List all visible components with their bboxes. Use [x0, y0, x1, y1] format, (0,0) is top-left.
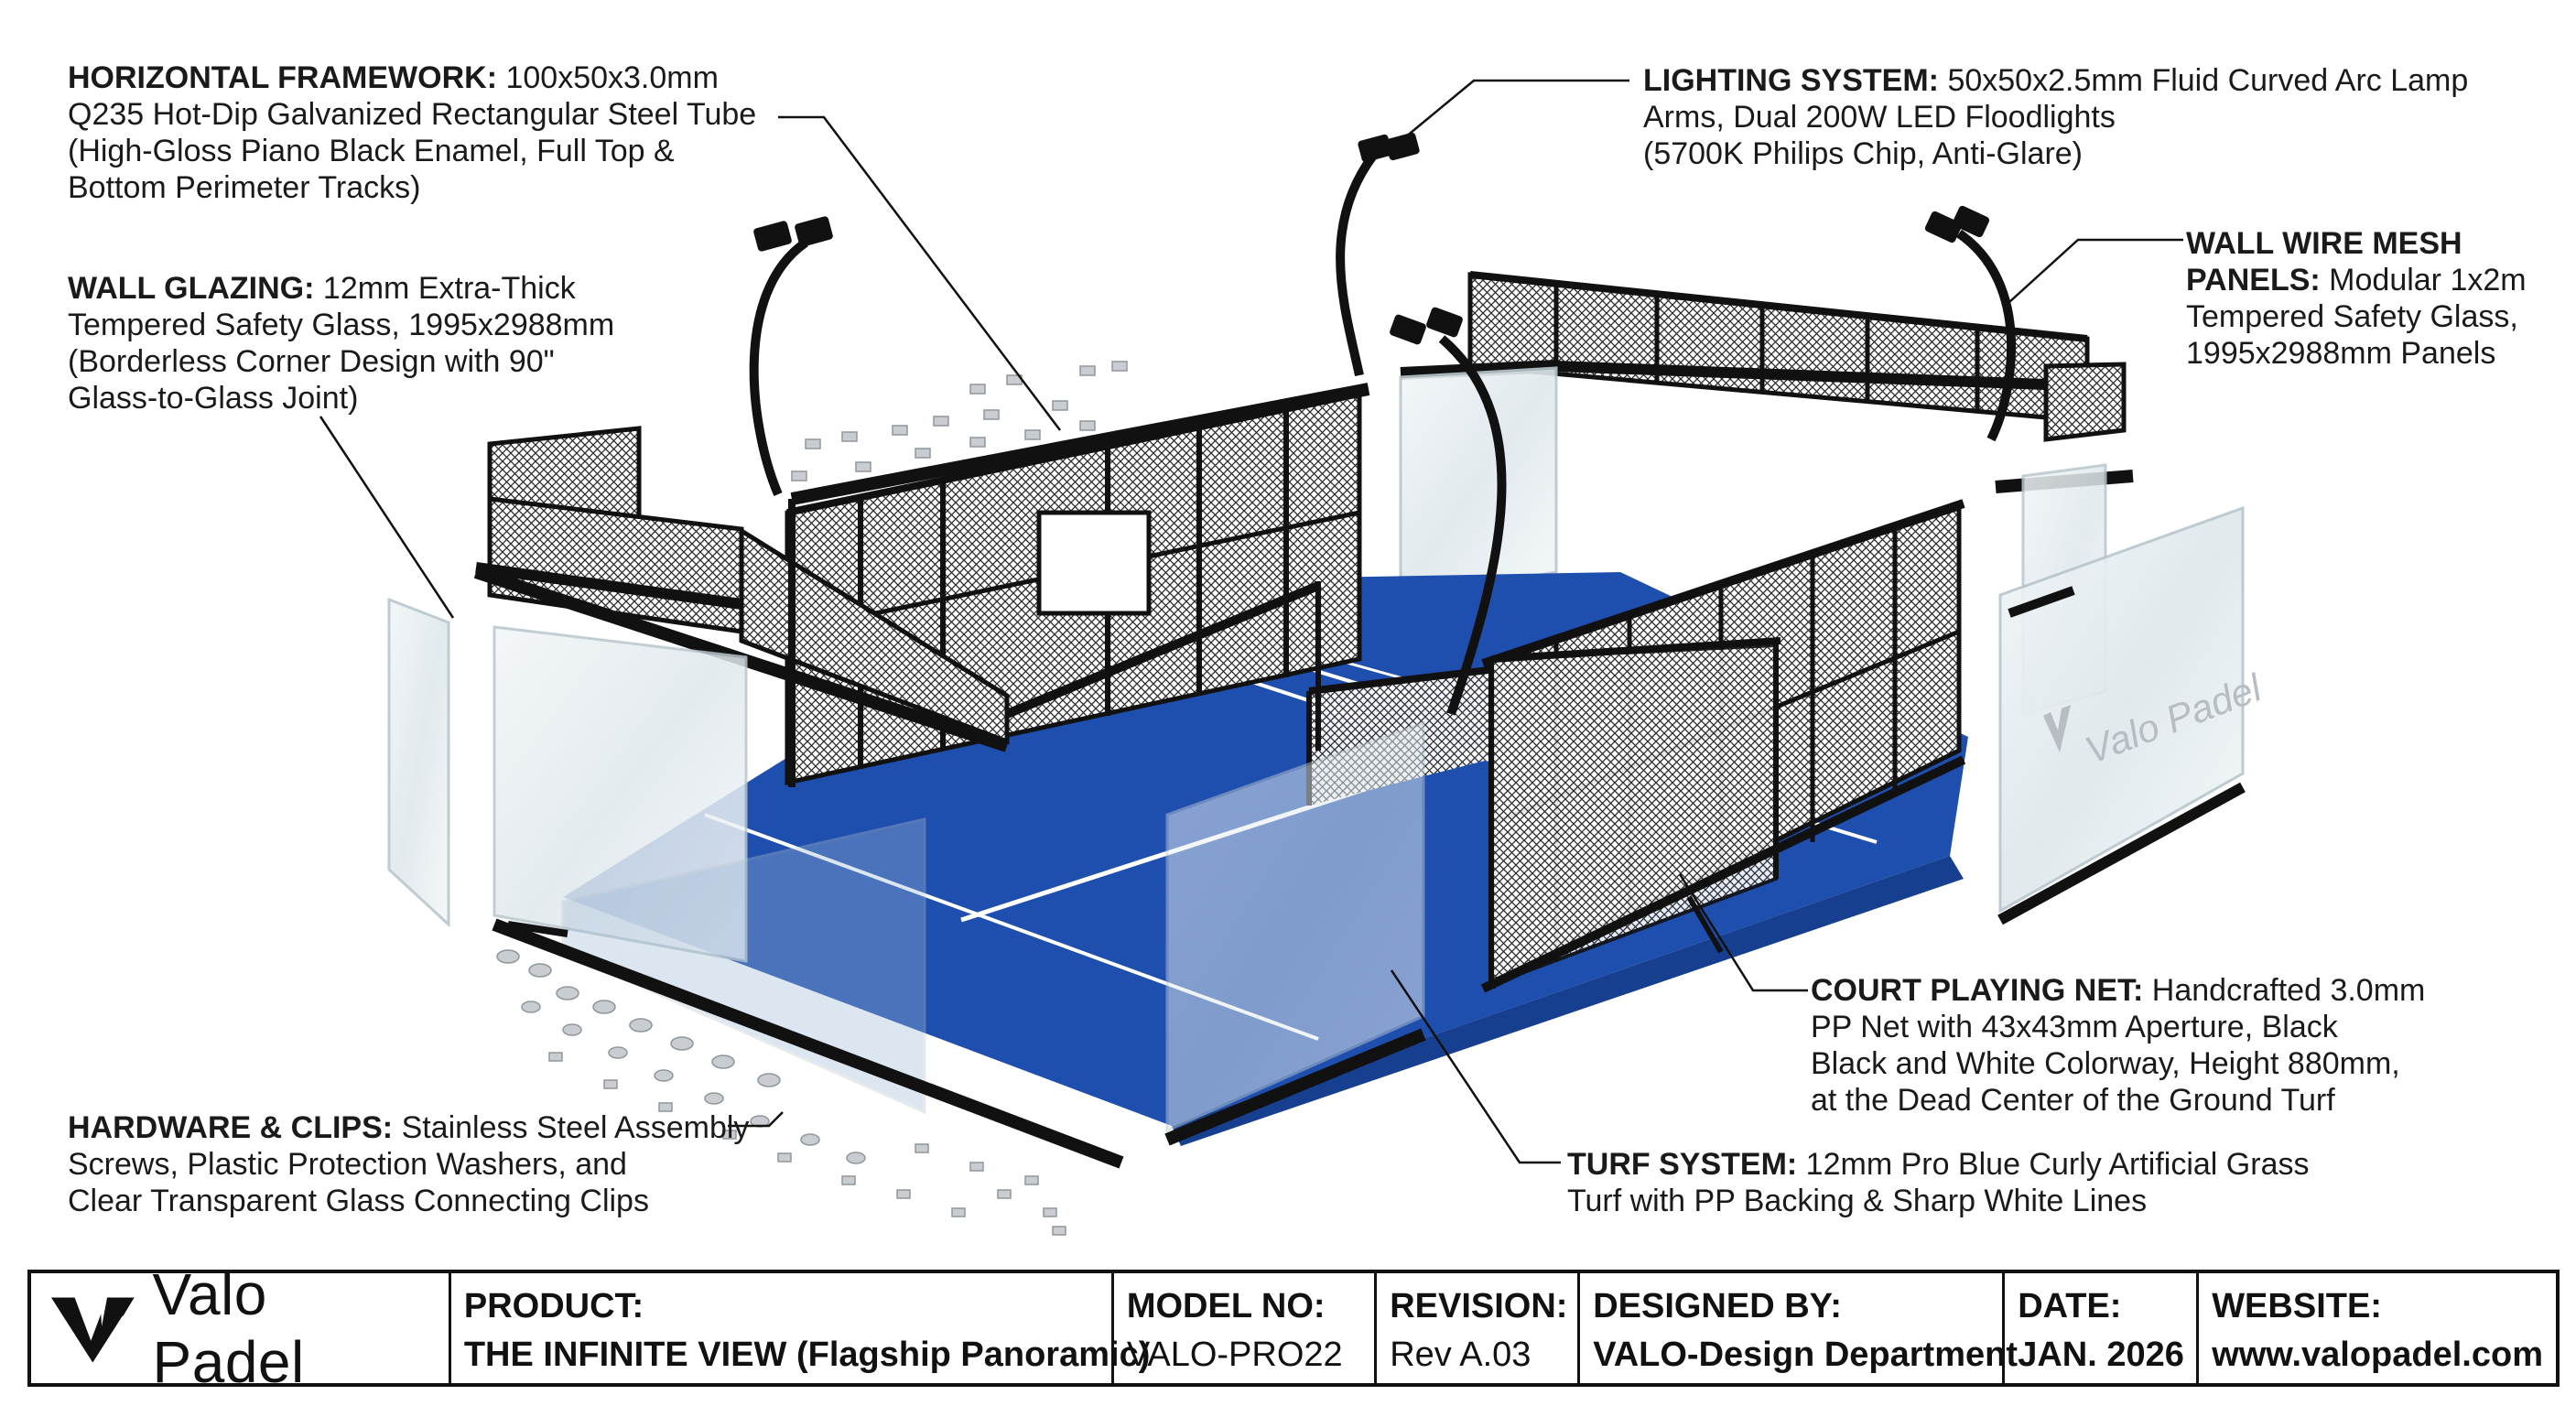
callout-text: 50x50x2.5mm Fluid Curved Arc Lamp [1947, 63, 2469, 98]
front-mesh-bay [1480, 499, 1966, 993]
callout-key: COURT PLAYING NET: [1811, 973, 2144, 1008]
callout-text: (High-Gloss Piano Black Enamel, Full Top… [68, 134, 675, 168]
callout-text: 100x50x3.0mm [505, 60, 719, 95]
callout-text: Stainless Steel Assembly [401, 1110, 750, 1145]
callout-lighting-system: LIGHTING SYSTEM: 50x50x2.5mm Fluid Curve… [1643, 62, 2468, 172]
title-block: Valo Padel PRODUCT: THE INFINITE VIEW (F… [27, 1261, 2560, 1395]
glass-panel-left-back [387, 597, 450, 928]
callout-hardware-clips: HARDWARE & CLIPS: Stainless Steel Assemb… [68, 1109, 749, 1219]
floodlight-arm-3 [1390, 307, 1507, 716]
callout-key: HARDWARE & CLIPS: [68, 1110, 394, 1145]
designed-label: DESIGNED BY: [1593, 1287, 1842, 1325]
glass-panel-back-right [1399, 366, 1558, 601]
callout-text: Bottom Perimeter Tracks) [68, 170, 421, 205]
designed-value: VALO-Design Department [1593, 1336, 2018, 1374]
product-value: THE INFINITE VIEW (Flagship Panoramic) [463, 1336, 1151, 1374]
callout-text: at the Dead Center of the Ground Turf [1811, 1083, 2335, 1118]
title-block-revision: REVISION: Rev A.03 [1377, 1273, 1581, 1383]
callout-text: 12mm Pro Blue Curly Artificial Grass [1805, 1147, 2310, 1182]
glass-panel-front-right [1165, 720, 1425, 1133]
floodlight-arm-4 [1924, 205, 2017, 442]
callout-key: WALL GLAZING: [68, 271, 315, 306]
date-label: DATE: [2018, 1287, 2122, 1325]
callout-key: LIGHTING SYSTEM: [1643, 63, 1939, 98]
callout-text: (5700K Philips Chip, Anti-Glare) [1643, 136, 2084, 171]
callout-text: Screws, Plastic Protection Washers, and [68, 1147, 627, 1182]
callout-horizontal-framework: HORIZONTAL FRAMEWORK: 100x50x3.0mm Q235 … [68, 59, 756, 206]
callout-text: 12mm Extra-Thick [322, 271, 576, 306]
callout-text: Arms, Dual 200W LED Floodlights [1643, 100, 2116, 135]
callout-text: Black and White Colorway, Height 880mm, [1811, 1046, 2400, 1081]
model-label: MODEL NO: [1126, 1287, 1326, 1325]
valo-logo-icon [50, 1297, 135, 1363]
callout-text: Tempered Safety Glass, 1995x2988mm [68, 308, 615, 342]
floodlight-arm-1 [749, 216, 833, 496]
title-block-designer: DESIGNED BY: VALO-Design Department [1580, 1273, 2018, 1383]
title-block-model: MODEL NO: VALO-PRO22 [1114, 1273, 1378, 1383]
back-mesh-bay-right [1400, 271, 2134, 493]
revision-label: REVISION: [1390, 1287, 1568, 1325]
callout-text: 1995x2988mm Panels [2186, 336, 2496, 371]
callout-text: Clear Transparent Glass Connecting Clips [68, 1184, 649, 1218]
callout-text: Glass-to-Glass Joint) [68, 381, 359, 416]
title-block-website: WEBSITE: www.valopadel.com [2199, 1273, 2556, 1383]
callout-turf-system: TURF SYSTEM: 12mm Pro Blue Curly Artific… [1567, 1146, 2309, 1219]
callout-text: PP Net with 43x43mm Aperture, Black [1811, 1010, 2338, 1044]
floodlight-icon [753, 221, 792, 252]
callout-text: Modular 1x2m [2329, 263, 2527, 297]
callout-key: WALL WIRE MESH [2186, 226, 2462, 261]
callout-wall-glazing: WALL GLAZING: 12mm Extra-Thick Tempered … [68, 270, 614, 416]
callout-court-playing-net: COURT PLAYING NET: Handcrafted 3.0mm PP … [1811, 972, 2425, 1119]
callout-text: Turf with PP Backing & Sharp White Lines [1567, 1184, 2148, 1218]
callout-text: Handcrafted 3.0mm [2151, 973, 2426, 1008]
title-block-logo: Valo Padel [31, 1261, 451, 1395]
callout-text: (Borderless Corner Design with 90" [68, 344, 555, 379]
callout-key: HORIZONTAL FRAMEWORK: [68, 60, 498, 95]
title-block-product: PRODUCT: THE INFINITE VIEW (Flagship Pan… [451, 1273, 1151, 1383]
website-label: WEBSITE: [2212, 1287, 2382, 1325]
hardware-parts [496, 361, 1128, 1236]
date-value: JAN. 2026 [2018, 1336, 2184, 1374]
glass-panel-far-right [1998, 505, 2245, 914]
callout-text: Tempered Safety Glass, [2186, 299, 2518, 334]
bottom-rail-right [1997, 782, 2246, 925]
callout-text: Q235 Hot-Dip Galvanized Rectangular Stee… [68, 97, 757, 132]
glass-panel-left-front [492, 625, 748, 963]
leader-lines [319, 79, 2183, 1164]
bottom-rail-front-right [1164, 1028, 1426, 1146]
floodlight-arm-2 [1336, 132, 1420, 377]
brand-name: Valo Padel [152, 1261, 305, 1395]
revision-value: Rev A.03 [1390, 1336, 1532, 1374]
model-value: VALO-PRO22 [1126, 1336, 1343, 1374]
callout-wall-wire-mesh: WALL WIRE MESH PANELS: Modular 1x2m Temp… [2186, 225, 2527, 372]
watermark-logo-icon [2043, 705, 2071, 752]
bottom-rail-front [492, 918, 1124, 1169]
top-rail-back [790, 383, 1370, 505]
title-block-date: DATE: JAN. 2026 [2005, 1273, 2200, 1383]
product-label: PRODUCT: [463, 1287, 644, 1325]
callout-key: PANELS: [2186, 263, 2321, 297]
callout-key: TURF SYSTEM: [1567, 1147, 1798, 1182]
website-link[interactable]: www.valopadel.com [2212, 1336, 2543, 1374]
